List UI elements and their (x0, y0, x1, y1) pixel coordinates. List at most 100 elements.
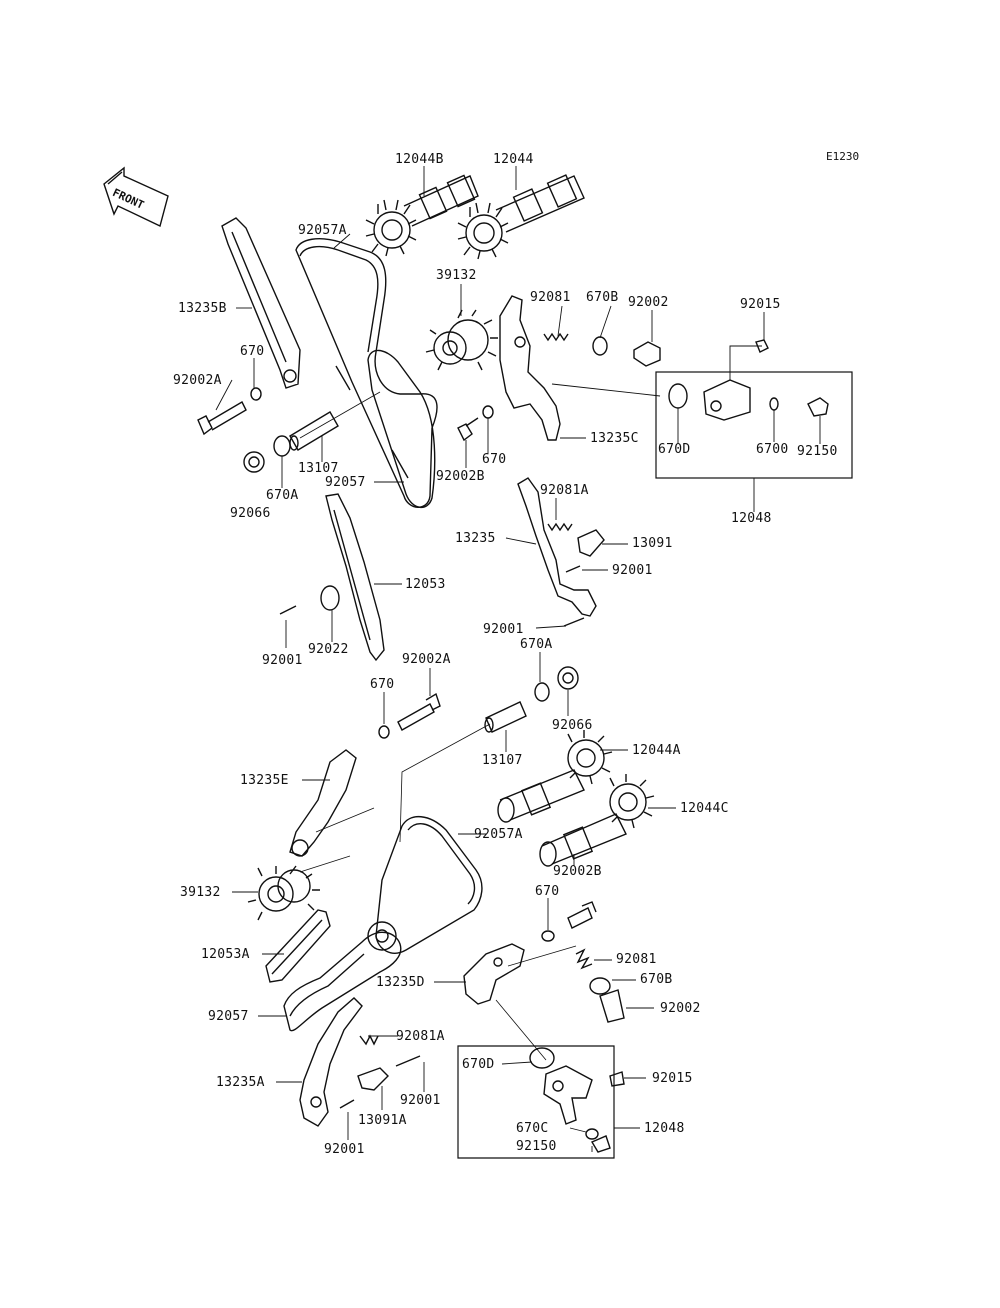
part-label-13235C: 13235C (590, 431, 639, 446)
part-label-13235E: 13235E (240, 773, 289, 788)
front-arrow-icon (103, 166, 169, 227)
part-label-670B-top: 670B (586, 290, 619, 305)
chain-tensioner-13235 (517, 477, 597, 617)
bolt-92015-bottom (609, 1071, 625, 1087)
part-label-670D-bottom: 670D (462, 1057, 495, 1072)
part-label-12044C: 12044C (680, 801, 729, 816)
bolt-92002-bottom (599, 989, 625, 1023)
chain-guide-12053A (265, 909, 331, 983)
part-label-92002B-top: 92002B (436, 469, 485, 484)
tensioner-box-12048-bottom (457, 1045, 615, 1159)
part-label-92002A-top: 92002A (173, 373, 222, 388)
part-label-13091: 13091 (632, 536, 673, 551)
camshaft-12044C (539, 774, 655, 867)
shaft-13107-bottom (484, 701, 527, 733)
spring-92081-bottom (575, 948, 593, 970)
part-label-92057A-bottom: 92057A (474, 827, 523, 842)
cam-chain-92057A-top (295, 238, 438, 508)
part-label-92001-a: 92001 (612, 563, 653, 578)
part-label-92066-top: 92066 (230, 506, 271, 521)
part-label-39132-top: 39132 (436, 268, 477, 283)
cap-92150-bottom (590, 1135, 611, 1153)
spring-92081-top (543, 332, 569, 342)
bolt-92002A-top (197, 401, 247, 436)
part-label-670-mid: 670 (482, 452, 507, 467)
part-label-92002B-bottom: 92002B (553, 864, 602, 879)
chain-guide-13235B (221, 217, 301, 389)
part-label-92081A-top: 92081A (540, 483, 589, 498)
washer-92022 (320, 585, 340, 611)
idler-sprocket-39132-top (425, 309, 498, 371)
chain-tensioner-13235D (463, 943, 525, 1005)
part-label-92001-c: 92001 (262, 653, 303, 668)
part-label-12044: 12044 (493, 152, 534, 167)
part-label-92015-top: 92015 (740, 297, 781, 312)
part-label-13235: 13235 (455, 531, 496, 546)
part-label-13107-top: 13107 (298, 461, 339, 476)
cam-chain-92057A-bottom (375, 816, 483, 954)
part-label-92002-bottom: 92002 (660, 1001, 701, 1016)
bolt-92002-top (633, 341, 661, 367)
chain-guide-12053 (325, 493, 385, 662)
shaft-13107-top (289, 411, 339, 451)
plug-92066-bottom (557, 666, 579, 690)
part-label-12053: 12053 (405, 577, 446, 592)
part-label-670B-bottom: 670B (640, 972, 673, 987)
bolt-92002B-top (457, 417, 479, 442)
part-label-12048-top: 12048 (731, 511, 772, 526)
plug-92066-top (243, 451, 265, 473)
cam-chain-92057-top (367, 349, 436, 508)
part-label-92081-top: 92081 (530, 290, 571, 305)
chain-guide-13235E (289, 749, 357, 857)
idler-sprocket-39132-bottom (247, 865, 320, 921)
part-label-13235D: 13235D (376, 975, 425, 990)
part-label-6700-top: 6700 (756, 442, 789, 457)
part-label-92002-top: 92002 (628, 295, 669, 310)
part-label-92081A-bottom: 92081A (396, 1029, 445, 1044)
part-label-92081-bottom: 92081 (616, 952, 657, 967)
part-label-12048-bottom: 12048 (644, 1121, 685, 1136)
cam-chain-92057-bottom (283, 931, 402, 1032)
chain-tensioner-13235C (499, 295, 561, 441)
part-label-13091A: 13091A (358, 1113, 407, 1128)
part-label-670-top: 670 (240, 344, 265, 359)
part-label-92150-top: 92150 (797, 444, 838, 459)
camshaft-12044A (497, 730, 613, 823)
tensioner-12048-bottom (543, 1065, 593, 1125)
part-label-92066-bottom: 92066 (552, 718, 593, 733)
part-label-670A-top: 670A (266, 488, 299, 503)
part-label-92057-bottom: 92057 (208, 1009, 249, 1024)
part-label-92015-bottom: 92015 (652, 1071, 693, 1086)
part-label-12044A: 12044A (632, 743, 681, 758)
part-label-92057-top: 92057 (325, 475, 366, 490)
part-label-92150-bottom: 92150 (516, 1139, 557, 1154)
part-label-92001-e: 92001 (324, 1142, 365, 1157)
part-label-670-bottom-2: 670 (535, 884, 560, 899)
part-label-13235A: 13235A (216, 1075, 265, 1090)
part-label-13235B: 13235B (178, 301, 227, 316)
part-label-92001-d: 92001 (400, 1093, 441, 1108)
chain-guide-13235A (299, 997, 363, 1127)
cap-92150-top (807, 397, 829, 417)
bracket-13091A (357, 1067, 389, 1091)
tensioner-12048-top (703, 345, 762, 421)
part-label-92001-b: 92001 (483, 622, 524, 637)
part-label-670A-bottom: 670A (520, 637, 553, 652)
bolt-92015-top (755, 339, 769, 353)
part-label-92002A-bottom: 92002A (402, 652, 451, 667)
part-label-92057A-top: 92057A (298, 223, 347, 238)
camshaft-12044 (457, 174, 585, 260)
camshaft-12044B (365, 174, 479, 257)
part-label-670-bottom-1: 670 (370, 677, 395, 692)
part-label-92022: 92022 (308, 642, 349, 657)
part-label-12053A: 12053A (201, 947, 250, 962)
bolt-92002B-bottom (567, 901, 597, 929)
part-label-670D-top: 670D (658, 442, 691, 457)
part-label-39132-bottom: 39132 (180, 885, 221, 900)
part-label-13107-bottom: 13107 (482, 753, 523, 768)
diagram-code: E1230 (826, 150, 860, 163)
part-label-670C: 670C (516, 1121, 549, 1136)
bracket-13091-top (577, 529, 605, 557)
bolt-92002A-bottom (397, 692, 441, 731)
